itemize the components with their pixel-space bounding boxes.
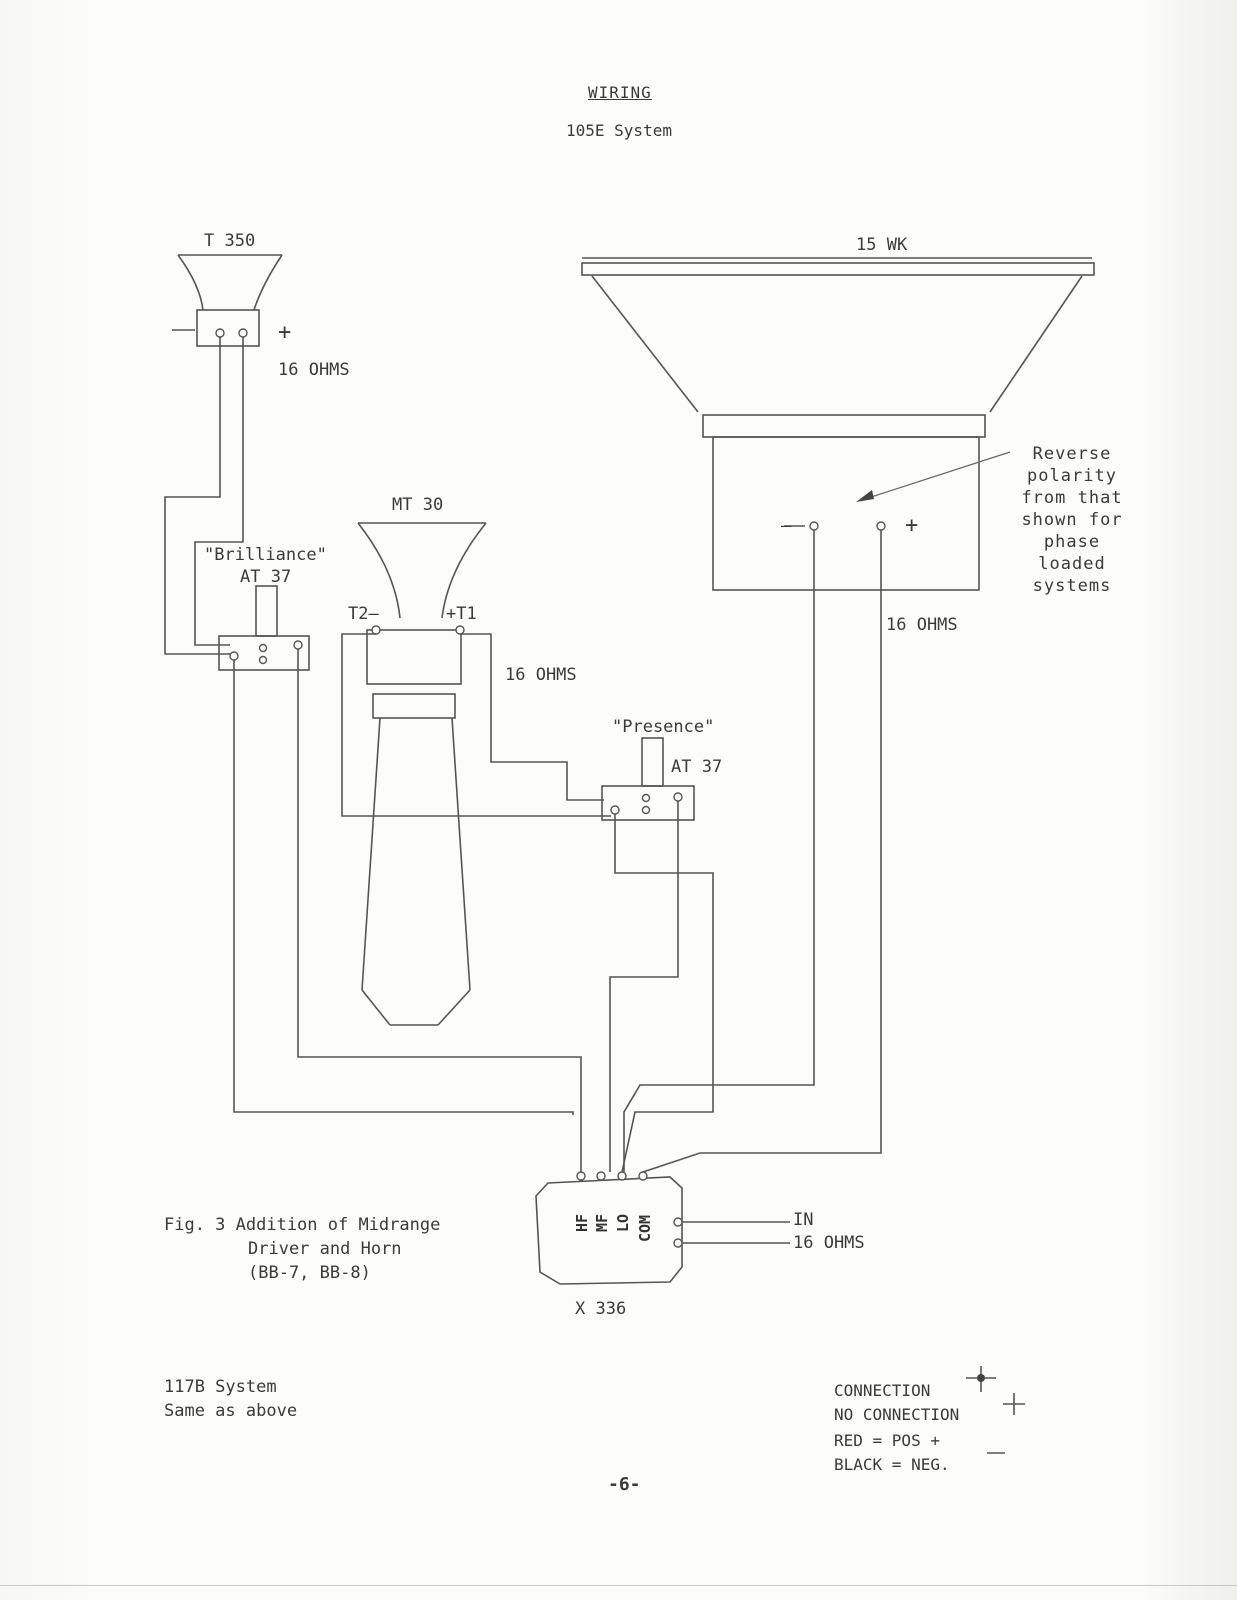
connection-symbol-icon <box>966 1366 996 1392</box>
page-bottom-edge <box>0 1585 1237 1586</box>
crossover-model-label: X 336 <box>575 1299 627 1319</box>
tweeter-model-label: T 350 <box>204 231 256 251</box>
figure-caption-line-1: Fig. 3 Addition of Midrange <box>164 1215 441 1235</box>
midrange-t2-label: T2— <box>348 604 379 624</box>
presence-attenuator-icon <box>601 737 695 821</box>
brilliance-label: "Brilliance" <box>204 545 327 565</box>
tweeter-plus-label: + <box>278 320 292 345</box>
page-number: -6- <box>608 1474 641 1495</box>
wiring-lines <box>164 337 882 1173</box>
midrange-impedance-label: 16 OHMS <box>505 665 577 685</box>
crossover-terminal-hf: HF <box>573 1214 591 1232</box>
woofer-plus-label: + <box>905 513 919 538</box>
midrange-horn-icon <box>357 522 487 1026</box>
other-system-line-1: 117B System <box>164 1377 277 1397</box>
legend-black-label: BLACK = NEG. <box>834 1455 950 1474</box>
tweeter-horn-icon <box>172 254 283 347</box>
system-subtitle: 105E System <box>566 121 672 140</box>
legend-symbols <box>966 1366 1025 1454</box>
woofer-impedance-label: 16 OHMS <box>886 615 958 635</box>
tweeter-impedance-label: 16 OHMS <box>278 360 350 380</box>
crossover-network-icon <box>535 1171 790 1285</box>
woofer-speaker-icon <box>581 257 1095 591</box>
crossover-terminal-mf: MF <box>593 1214 611 1232</box>
midrange-t1-label: +T1 <box>446 604 477 624</box>
presence-label: "Presence" <box>612 717 715 737</box>
brilliance-model-label: AT 37 <box>240 567 292 587</box>
figure-caption-line-3: (BB-7, BB-8) <box>248 1263 371 1283</box>
presence-model-label: AT 37 <box>671 757 723 777</box>
page-title: WIRING <box>588 83 652 102</box>
no-connection-symbol-icon <box>1003 1393 1025 1415</box>
crossover-input-impedance-label: 16 OHMS <box>793 1233 865 1253</box>
crossover-input-label: IN <box>793 1210 814 1230</box>
legend-no-connection-label: NO CONNECTION <box>834 1405 960 1424</box>
brilliance-attenuator-icon <box>218 585 310 671</box>
crossover-terminal-com: COM <box>636 1215 654 1242</box>
woofer-model-label: 15 WK <box>856 235 908 255</box>
crossover-terminal-labels: HF MF LO COM <box>573 1214 654 1242</box>
reverse-polarity-note: Reverse polarity from that shown for pha… <box>1021 444 1123 596</box>
other-system-line-2: Same as above <box>164 1401 298 1421</box>
crossover-terminal-lo: LO <box>614 1214 632 1232</box>
legend-connection-label: CONNECTION <box>834 1381 931 1400</box>
woofer-minus-label: — <box>781 516 792 536</box>
legend-red-label: RED = POS + <box>834 1431 940 1450</box>
figure-caption-line-2: Driver and Horn <box>248 1239 402 1259</box>
midrange-model-label: MT 30 <box>392 495 444 515</box>
